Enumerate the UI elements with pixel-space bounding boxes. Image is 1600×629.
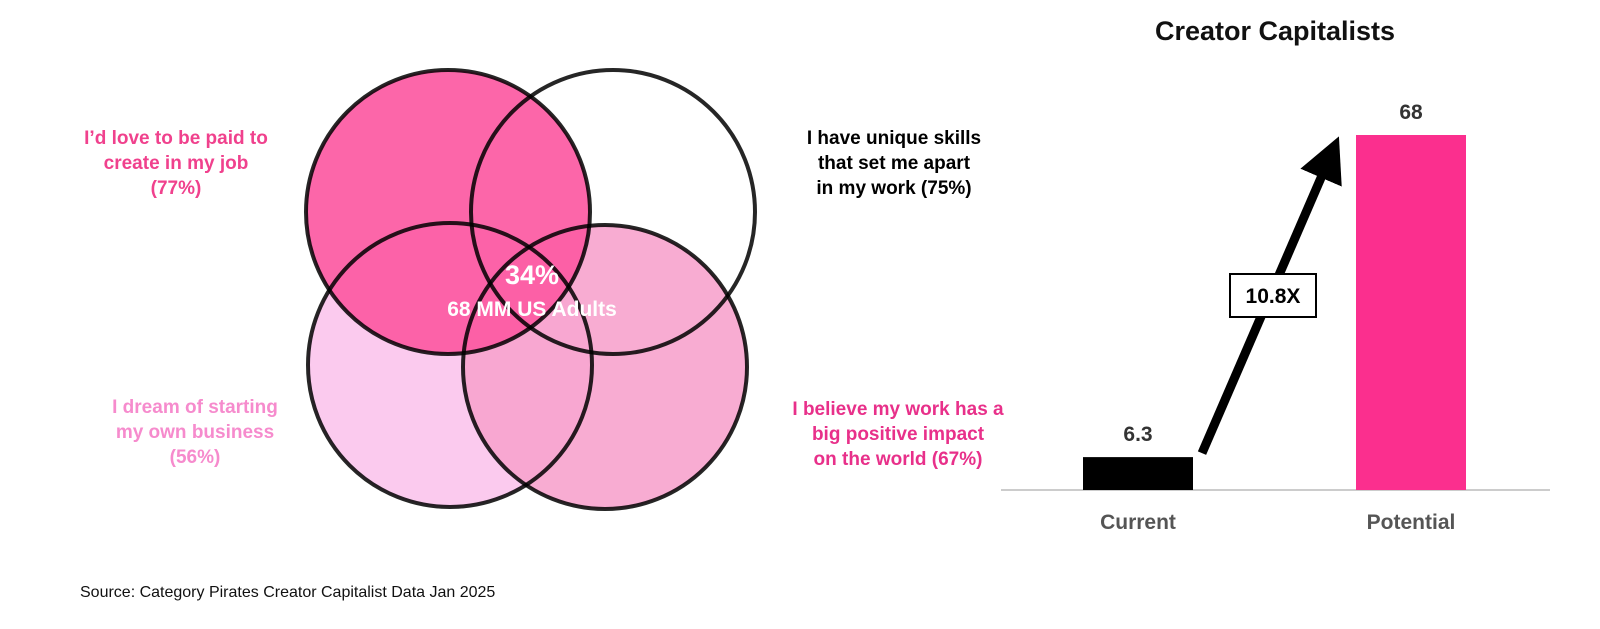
venn-diagram: 34% 68 MM US Adults [304, 68, 757, 511]
multiplier-label: 10.8X [1246, 285, 1301, 308]
bar-current [1083, 457, 1193, 490]
venn-label-skills-line: that set me apart [817, 153, 971, 174]
x-tick-label-current: Current [1100, 511, 1176, 534]
venn-label-business-line: (56%) [169, 447, 221, 468]
venn-label-impact-line: on the world (67%) [813, 449, 983, 470]
chart-title: Creator Capitalists [1154, 16, 1396, 46]
venn-label-paid-line: I’d love to be paid to [84, 128, 268, 149]
venn-outline-skills [469, 68, 757, 356]
multiplier-box [1229, 273, 1317, 318]
venn-label-skills-line: I have unique skills [806, 128, 982, 149]
venn-center-percent: 34% [505, 260, 559, 290]
venn-label-business-line: my own business [115, 422, 275, 443]
venn-center-label: 68 MM US Adults [447, 298, 617, 321]
venn-label-paid: I’d love to be paid to create in my job … [60, 126, 292, 201]
bar-value-label-current: 6.3 [1123, 423, 1152, 446]
venn-label-skills-line: in my work (75%) [816, 178, 972, 199]
venn-label-impact-line: I believe my work has a [792, 399, 1004, 420]
bar-value-label-potential: 68 [1399, 101, 1423, 124]
venn-label-business: I dream of starting my own business (56%… [84, 395, 306, 470]
venn-outline-business [306, 221, 594, 509]
venn-outline-impact [461, 223, 749, 511]
venn-label-paid-line: create in my job [103, 153, 249, 174]
venn-label-skills: I have unique skills that set me apart i… [784, 126, 1004, 201]
source-note: Source: Category Pirates Creator Capital… [80, 584, 496, 601]
venn-label-business-line: I dream of starting [112, 397, 278, 418]
venn-label-paid-line: (77%) [150, 178, 202, 199]
x-tick-label-potential: Potential [1367, 511, 1456, 534]
bar-potential [1356, 135, 1466, 490]
venn-label-impact-line: big positive impact [811, 424, 985, 445]
venn-circle-paid [306, 70, 590, 354]
venn-outline-paid [304, 68, 592, 356]
venn-label-impact: I believe my work has a big positive imp… [770, 397, 1026, 472]
